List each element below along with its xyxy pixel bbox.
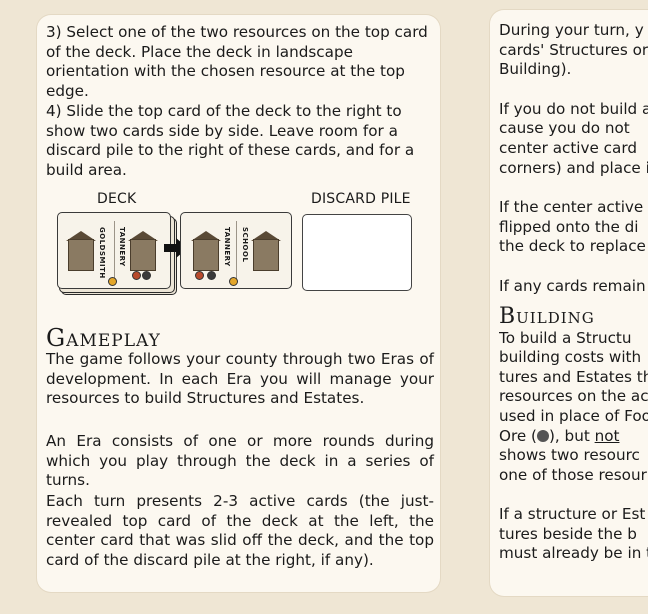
resource-coin-icon xyxy=(142,271,151,280)
text-line: must already be in t xyxy=(499,544,648,563)
text-line: shows two resourc xyxy=(499,446,640,465)
text-line: If a structure or Est xyxy=(499,505,646,524)
text-line: tures and Estates th xyxy=(499,367,648,386)
text-line: During your turn, y xyxy=(499,21,644,39)
gameplay-paragraph-3: Each turn presents 2-3 active cards (the… xyxy=(46,492,434,569)
text-line: cards' Structures or xyxy=(499,40,648,59)
text-line: the deck to replace xyxy=(499,237,646,256)
text-line: resources on the ac xyxy=(499,387,648,406)
text-line: If any cards remain xyxy=(499,276,646,295)
deck-label: DECK xyxy=(97,191,137,207)
text-line: corners) and place i xyxy=(499,158,648,177)
text-fragment: Ore ( xyxy=(499,426,537,445)
text-line: To build a Structu xyxy=(499,328,632,347)
text-line: Ore ( ), but not xyxy=(499,427,648,447)
card-name: TANNERY xyxy=(223,227,231,267)
goldsmith-building-icon xyxy=(68,239,94,271)
setup-step-3: 3) Select one of the two resources on th… xyxy=(46,23,428,100)
resource-coin-icon xyxy=(195,271,204,280)
text-fragment: not xyxy=(594,426,620,445)
gameplay-paragraph-1: The game follows your county through two… xyxy=(46,350,434,408)
resource-coin-icon xyxy=(207,271,216,280)
text-line: building costs with xyxy=(499,348,642,367)
text-line: cause you do not xyxy=(499,119,630,138)
text-line: If the center active c xyxy=(499,198,648,217)
right-page: During your turn, y cards' Structures or… xyxy=(490,10,648,596)
resource-coin-icon xyxy=(108,277,117,286)
tannery-building-icon xyxy=(130,239,156,271)
left-page: 3) Select one of the two resources on th… xyxy=(37,15,440,592)
school-building-icon xyxy=(253,239,279,271)
card-name: GOLDSMITH xyxy=(98,227,106,279)
card-name: SCHOOL xyxy=(241,227,249,263)
text-line: one of those resour xyxy=(499,465,647,484)
right-page-text: During your turn, y cards' Structures or… xyxy=(499,21,648,564)
discard-pile-slot xyxy=(302,214,412,291)
resource-coin-icon xyxy=(229,277,238,286)
text-line: flipped onto the di xyxy=(499,217,639,236)
text-line: used in place of Foo xyxy=(499,406,648,425)
resource-coin-icon xyxy=(132,271,141,280)
text-line: center active card xyxy=(499,138,637,157)
text-line: Building). xyxy=(499,60,572,79)
setup-step-4: 4) Slide the top card of the deck to the… xyxy=(46,102,415,179)
tannery-building-icon xyxy=(193,239,219,271)
gameplay-paragraph-2: An Era consists of one or more rounds du… xyxy=(46,432,434,490)
gameplay-heading: Gameplay xyxy=(46,324,161,352)
text-line: tures beside the b xyxy=(499,524,637,543)
card-name: TANNERY xyxy=(118,227,126,267)
deck-top-card: GOLDSMITH TANNERY xyxy=(57,212,171,289)
building-heading: Building xyxy=(499,303,595,329)
text-fragment: ), but xyxy=(548,426,595,445)
text-line: If you do not build a xyxy=(499,99,648,118)
center-active-card: TANNERY SCHOOL xyxy=(180,212,292,289)
discard-pile-label: DISCARD PILE xyxy=(311,191,411,207)
ore-resource-icon xyxy=(536,429,549,442)
